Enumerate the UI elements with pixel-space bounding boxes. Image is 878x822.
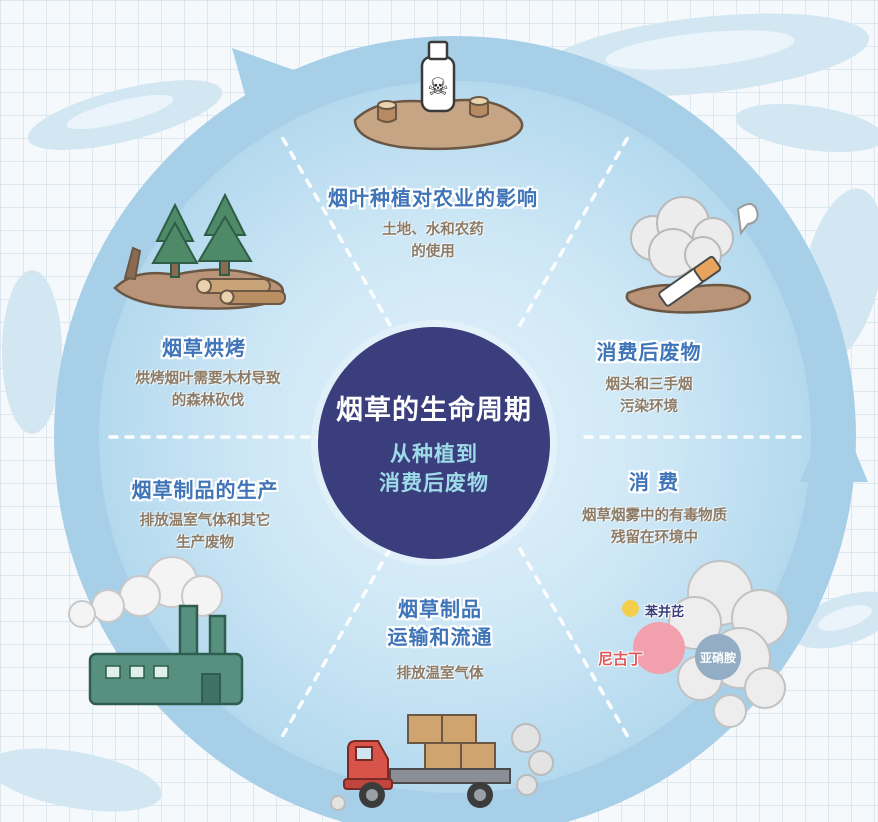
benzopyrene-dot (622, 600, 639, 617)
center-title: 烟草的生命周期 (336, 394, 532, 426)
deforestation-trees-icon (113, 193, 286, 310)
nitrosamine-dot: 亚硝胺 (695, 634, 741, 680)
benzopyrene-label: 苯并芘 (645, 605, 685, 620)
toxic-smoke-cloud-icon (668, 560, 789, 728)
smoke-swirl-highlights (66, 30, 872, 631)
segment-waste-desc: 烟头和三手烟 污染环境 (605, 377, 693, 416)
segment-separators (108, 135, 802, 739)
segment-curing-desc: 烘烤烟叶需要木材导致 的森林砍伐 (135, 371, 281, 410)
segment-production-title: 烟草制品的生产 (131, 478, 279, 502)
cycle-arrow-topleft-icon (232, 48, 322, 142)
segment-consumption-desc: 烟草烟雾中的有毒物质 残留在环境中 (582, 508, 727, 547)
delivery-truck-icon (330, 714, 554, 811)
exclaim-bubble-icon (736, 203, 759, 236)
cigarette-butt-icon (625, 196, 759, 314)
poison-bottle-icon: ☠ (353, 40, 524, 151)
skull-icon: ☠ (427, 73, 449, 101)
center-circle: 烟草的生命周期 从种植到 消费后废物 (318, 327, 550, 559)
segment-consumption-title: 消 费 (629, 470, 679, 494)
nicotine-label: 尼古丁 (598, 650, 644, 668)
nicotine-dot (633, 622, 685, 674)
cycle-arrow-right-icon (800, 400, 868, 482)
segment-waste-title: 消费后废物 (596, 340, 702, 364)
segment-transport-desc: 排放温室气体 (396, 666, 484, 682)
factory-icon (68, 556, 244, 706)
segment-cultivation-title: 烟叶种植对农业的影响 (328, 186, 538, 210)
segment-cultivation-desc: 土地、水和农药 的使用 (382, 222, 484, 261)
segment-production-desc: 排放温室气体和其它 生产废物 (139, 513, 271, 552)
center-subtitle: 从种植到 消费后废物 (379, 441, 489, 495)
segment-transport-title: 烟草制品 运输和流通 (387, 597, 493, 649)
segment-curing-title: 烟草烘烤 (162, 336, 246, 360)
